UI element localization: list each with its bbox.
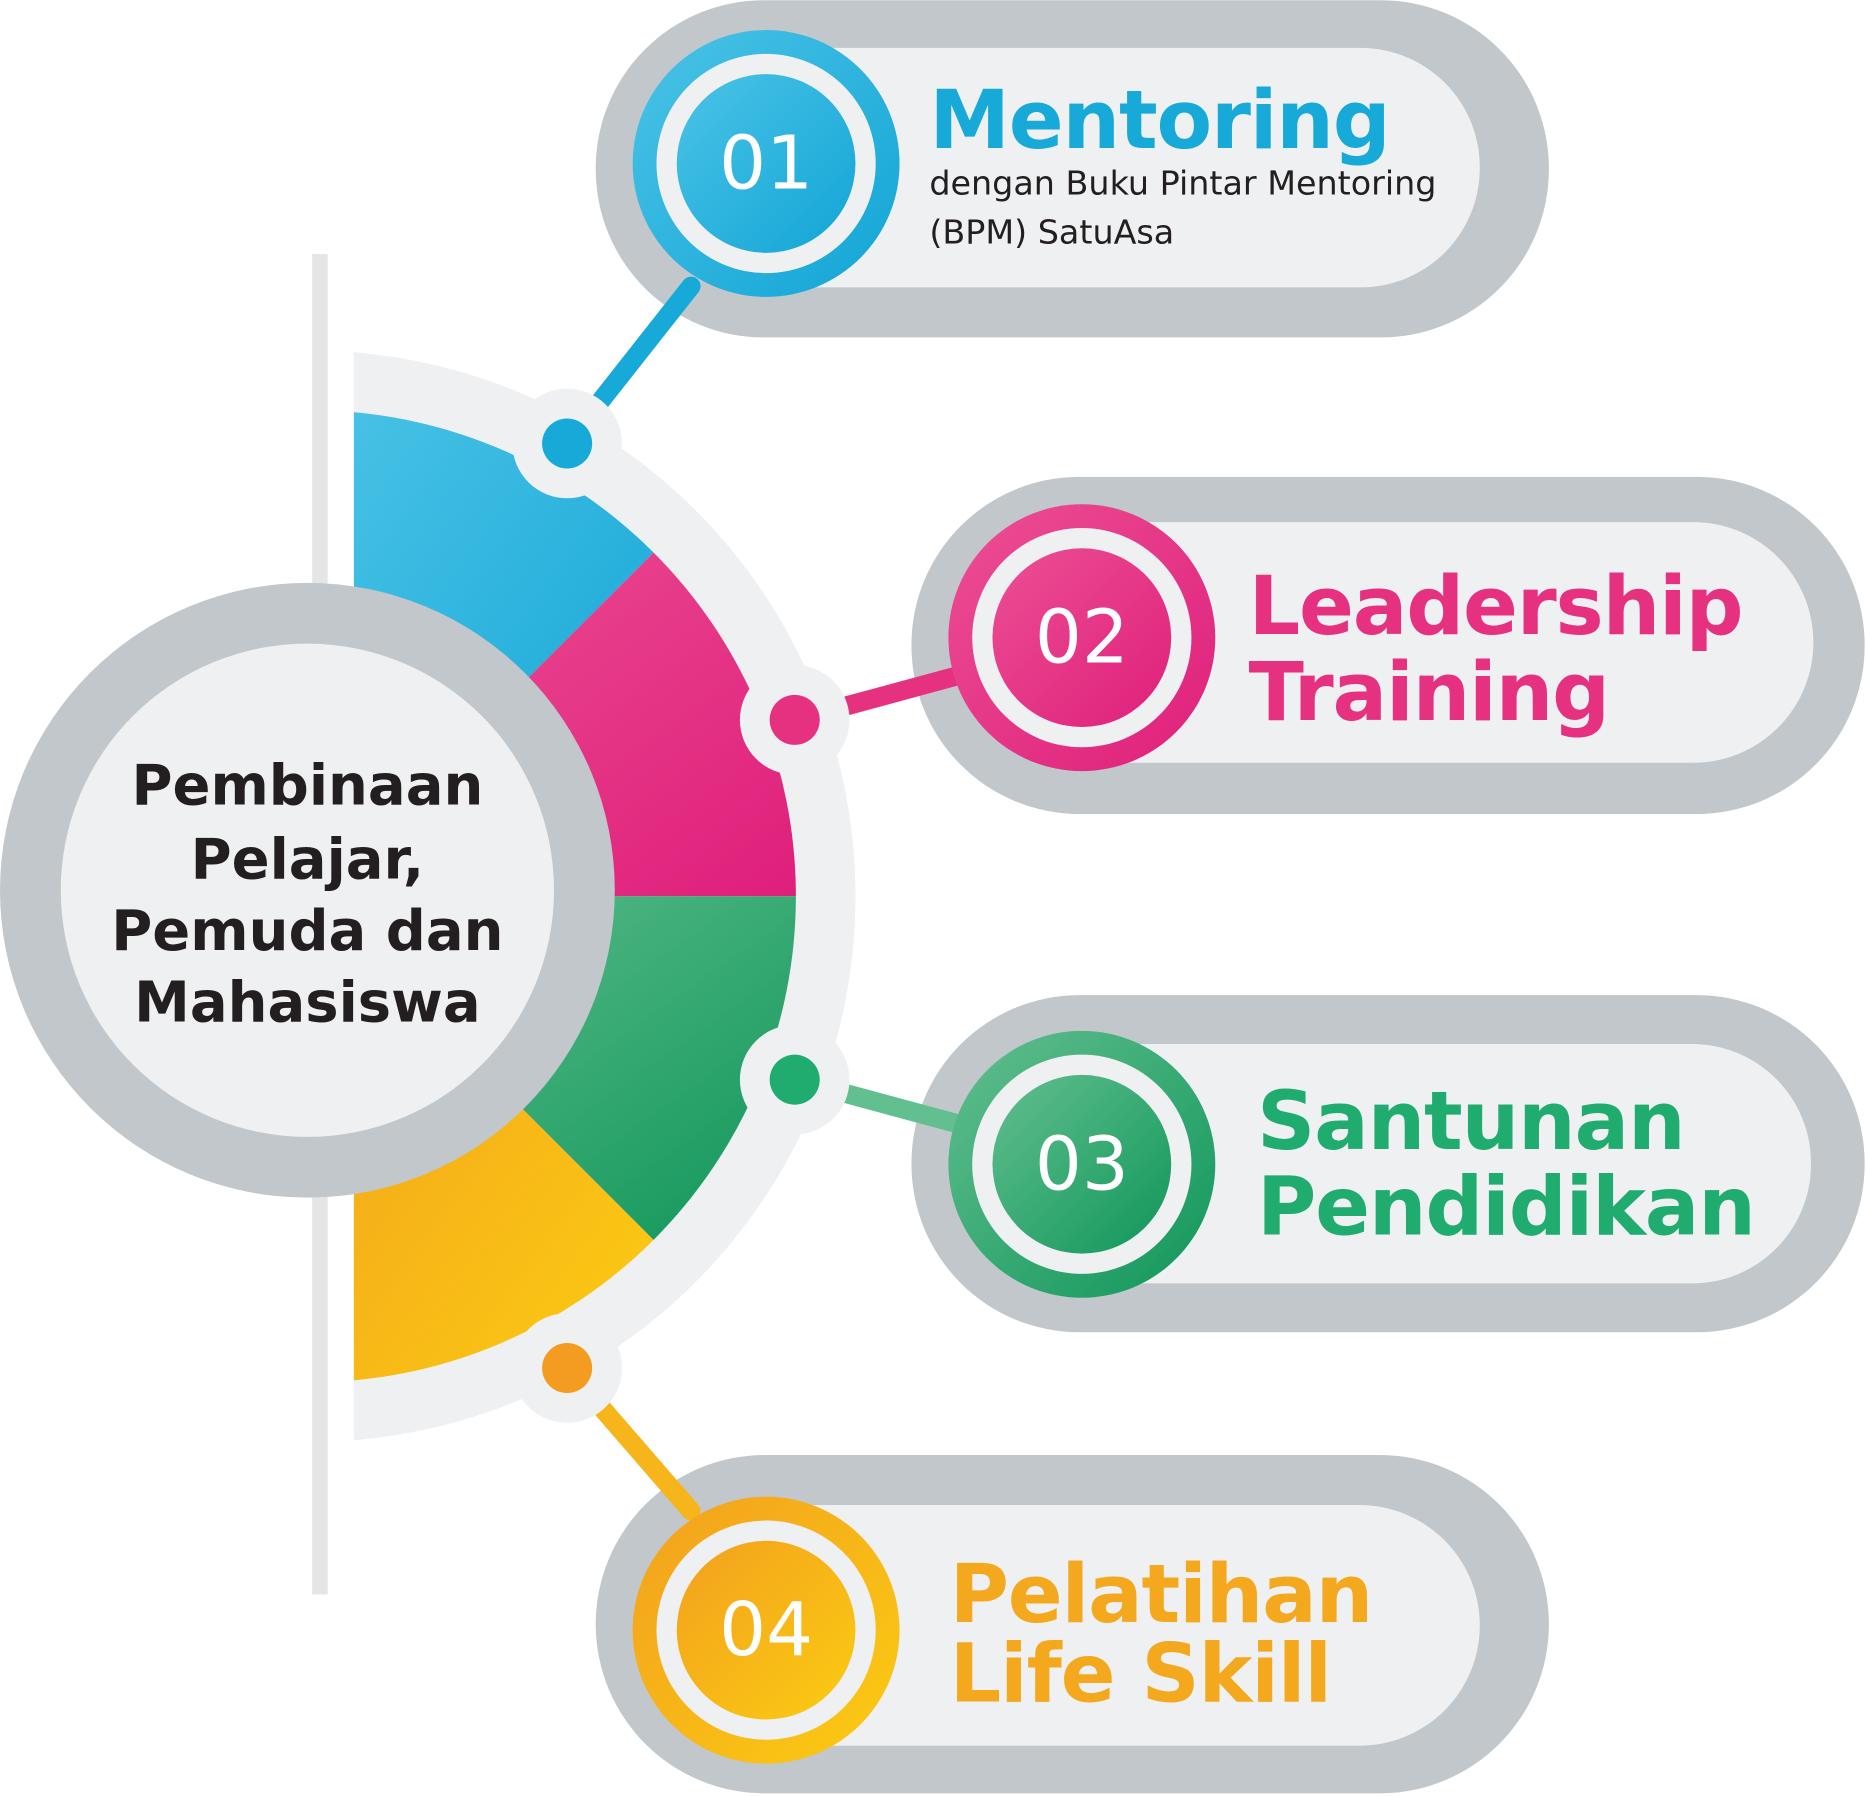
svg-text:04: 04	[719, 1587, 813, 1673]
item-01-title: Mentoring	[929, 74, 1389, 168]
item-02-title-line-1: Leadership	[1249, 560, 1743, 654]
item-01-subtitle-line-2: (BPM) SatuAsa	[929, 212, 1174, 251]
svg-text:03: 03	[1035, 1121, 1129, 1207]
connector-dots	[512, 388, 850, 1423]
center-title-line-2: Pelajar,	[191, 827, 425, 892]
badge-02: 02	[948, 504, 1216, 772]
item-04-title-line-1: Pelatihan	[950, 1548, 1372, 1642]
center-title-line-3: Pemuda dan	[111, 899, 503, 964]
item-02-title-line-2: Training	[1249, 646, 1609, 740]
item-04-title-line-2: Life Skill	[950, 1628, 1331, 1722]
item-01-subtitle-line-1: dengan Buku Pintar Mentoring	[929, 163, 1436, 202]
center-hub: Pembinaan Pelajar, Pemuda dan Mahasiswa	[0, 582, 615, 1198]
center-title-line-4: Mahasiswa	[134, 970, 480, 1035]
item-03-title-line-1: Santunan	[1257, 1075, 1685, 1169]
badge-03: 03	[948, 1030, 1216, 1298]
center-title-line-1: Pembinaan	[131, 753, 483, 818]
svg-text:02: 02	[1035, 595, 1129, 681]
badge-01: 01	[632, 30, 900, 297]
item-03-title-line-2: Pendidikan	[1257, 1161, 1755, 1255]
svg-text:01: 01	[719, 120, 813, 206]
badge-04: 04	[632, 1496, 900, 1764]
